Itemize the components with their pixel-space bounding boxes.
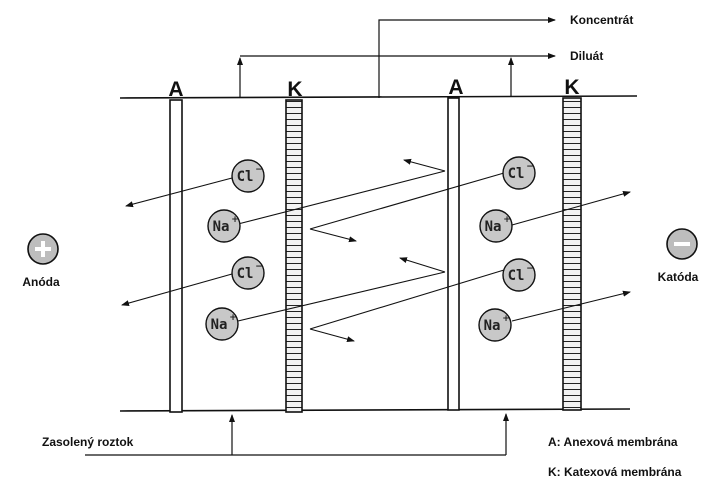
arrow-na-3-head bbox=[399, 257, 446, 273]
arrow-na-2 bbox=[511, 190, 631, 226]
arrow-na-3 bbox=[237, 271, 446, 322]
membrane-anion-2: A bbox=[447, 76, 464, 411]
arrow-cl-1 bbox=[125, 177, 233, 208]
svg-text:Cl: Cl bbox=[508, 166, 525, 182]
ion-cl-2: Cl − bbox=[231, 256, 265, 290]
arrow-na-1-head bbox=[403, 158, 446, 172]
membrane-label-k1: K bbox=[287, 78, 302, 101]
ion-na-4: Na + bbox=[478, 308, 512, 342]
feed-label: Zasolený roztok bbox=[42, 435, 134, 449]
arrow-na-4 bbox=[511, 290, 631, 322]
arrow-cl-4 bbox=[309, 269, 505, 330]
arrow-cl-3 bbox=[121, 273, 233, 306]
svg-text:−: − bbox=[255, 165, 263, 175]
cell-bottom-line bbox=[119, 408, 631, 412]
legend-anion-membrane: A: Anexová membrána bbox=[548, 435, 678, 449]
svg-text:+: + bbox=[229, 313, 237, 323]
ion-na-3: Na + bbox=[479, 209, 513, 243]
diluate-label: Diluát bbox=[570, 49, 603, 63]
svg-text:−: − bbox=[526, 162, 534, 172]
ion-na-1: Na + bbox=[207, 209, 241, 243]
ion-cl-1: Cl − bbox=[231, 159, 265, 193]
ion-na-2: Na + bbox=[205, 307, 239, 341]
svg-text:Na: Na bbox=[484, 318, 501, 334]
svg-text:Na: Na bbox=[211, 317, 228, 333]
svg-text:+: + bbox=[231, 215, 239, 225]
membrane-label-k2: K bbox=[564, 76, 579, 99]
legend-cation-membrane: K: Katexová membrána bbox=[548, 465, 682, 479]
svg-text:Na: Na bbox=[213, 219, 230, 235]
arrow-cl-2 bbox=[309, 172, 505, 230]
membrane-cation-1: K bbox=[285, 78, 303, 413]
cathode: Katóda bbox=[658, 228, 699, 284]
anode: Anóda bbox=[22, 233, 60, 289]
svg-text:+: + bbox=[503, 215, 511, 225]
concentrate-outlet: Koncentrát bbox=[378, 13, 633, 98]
svg-text:Cl: Cl bbox=[237, 266, 254, 282]
ion-cl-3: Cl − bbox=[502, 156, 536, 190]
cathode-label: Katóda bbox=[658, 270, 699, 284]
svg-text:−: − bbox=[255, 262, 263, 272]
svg-text:+: + bbox=[502, 314, 510, 324]
membrane-anion-1: A bbox=[168, 78, 184, 413]
arrow-cl-2-head bbox=[309, 228, 357, 243]
membrane-label-a1: A bbox=[168, 78, 183, 101]
svg-text:Na: Na bbox=[485, 219, 502, 235]
arrow-cl-4-head bbox=[309, 328, 355, 343]
legend: A: Anexová membrána K: Katexová membrána bbox=[548, 435, 682, 479]
svg-text:Cl: Cl bbox=[508, 268, 525, 284]
ion-cl-4: Cl − bbox=[502, 258, 536, 292]
membrane-label-a2: A bbox=[448, 76, 463, 99]
concentrate-label: Koncentrát bbox=[570, 13, 633, 27]
feed-inlet: Zasolený roztok bbox=[42, 413, 509, 456]
arrow-na-1 bbox=[237, 170, 446, 225]
migration-arrows bbox=[121, 158, 631, 343]
anode-label: Anóda bbox=[22, 275, 60, 289]
membrane-cation-2: K bbox=[562, 76, 582, 411]
svg-text:Cl: Cl bbox=[237, 169, 254, 185]
svg-text:−: − bbox=[526, 264, 534, 274]
diluate-outlet: Diluát bbox=[237, 49, 603, 98]
